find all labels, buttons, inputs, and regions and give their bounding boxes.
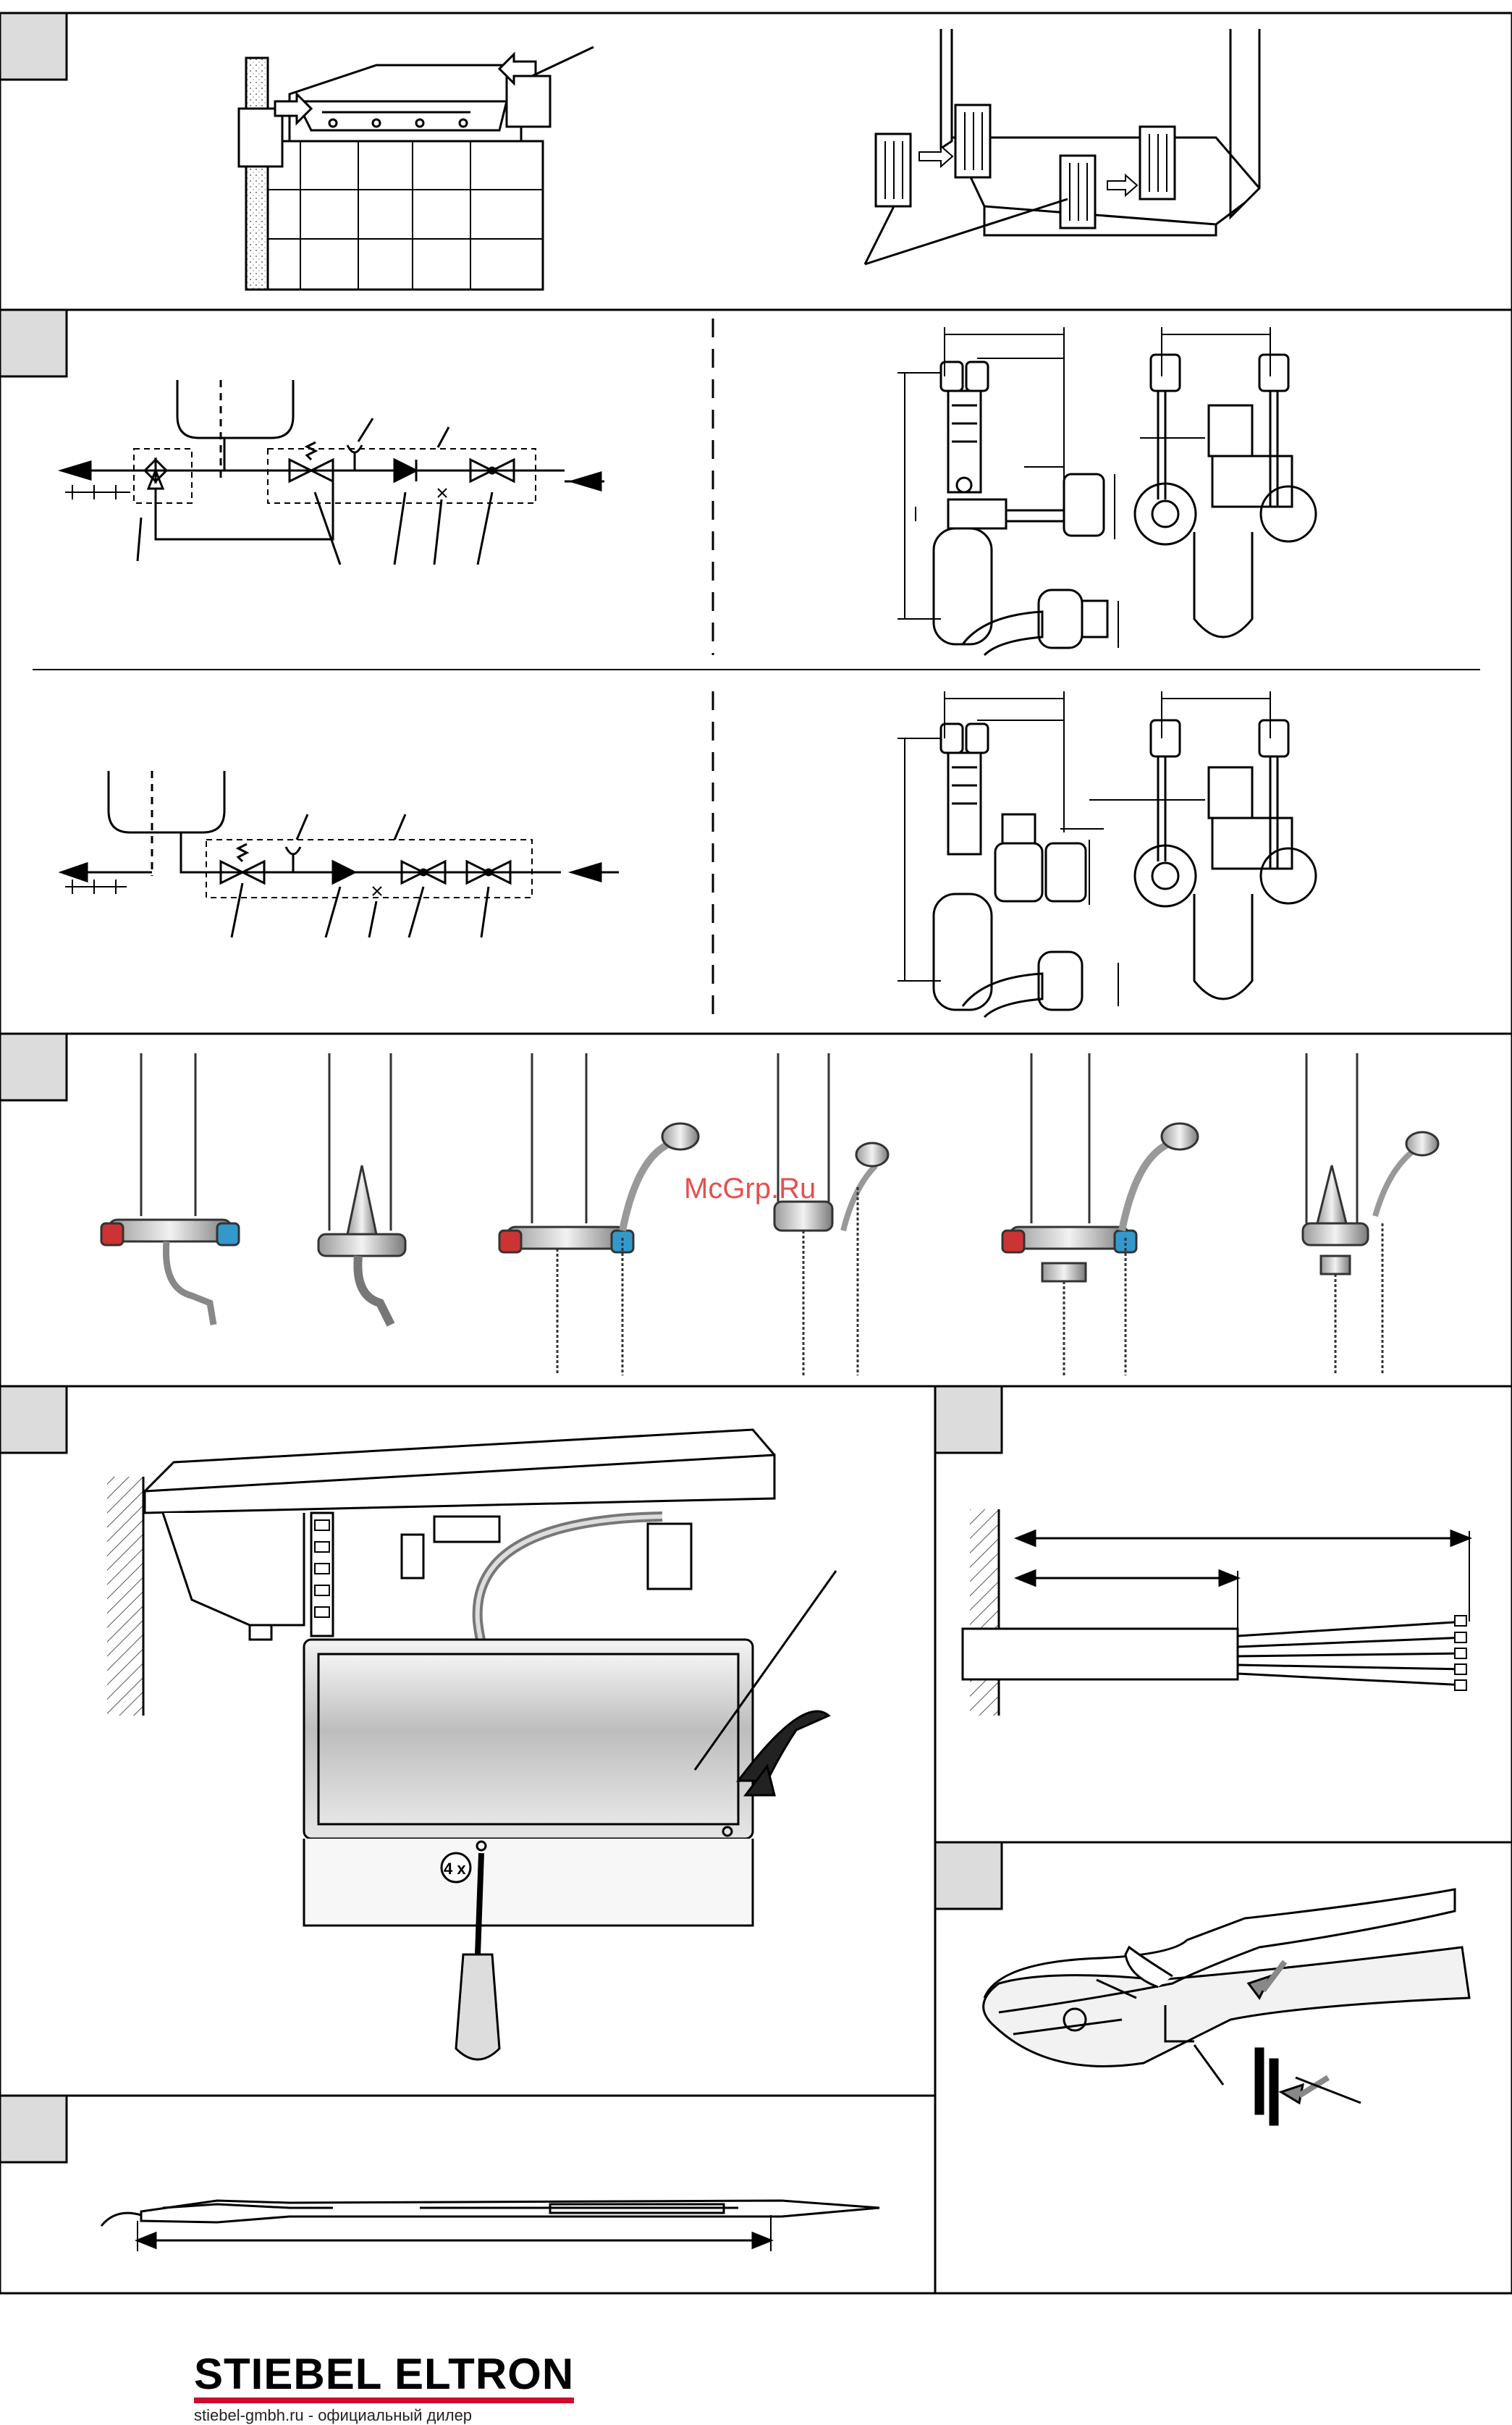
spacer-mounting-drawing bbox=[865, 29, 1259, 264]
faucet-variant-6 bbox=[1303, 1053, 1438, 1375]
fitting-dimension-drawing-top bbox=[898, 327, 1316, 655]
wall-bracket-drawing bbox=[239, 47, 594, 290]
cable-stripping-drawing bbox=[963, 1509, 1469, 1716]
faucet-variant-1 bbox=[101, 1053, 239, 1325]
dealer-line: stiebel-gmbh.ru - официальный дилер bbox=[194, 2406, 574, 2425]
faucet-variants bbox=[101, 1053, 1438, 1375]
hydraulic-schematic-open bbox=[62, 771, 619, 937]
faucet-variant-3 bbox=[499, 1053, 698, 1375]
dealer-text: - официальный дилер bbox=[304, 2406, 472, 2424]
brand-logo: STIEBEL ELTRON stiebel-gmbh.ru - официал… bbox=[194, 2353, 574, 2425]
fitting-count-label: 4 x bbox=[444, 1860, 466, 1878]
heater-opening-drawing bbox=[107, 1430, 836, 2059]
brand-accent-bar bbox=[194, 2397, 574, 2403]
hydraulic-schematic-pressure bbox=[62, 380, 604, 565]
fitting-dimension-drawing-bottom bbox=[898, 691, 1316, 1017]
brand-name: STIEBEL ELTRON bbox=[194, 2353, 574, 2396]
watermark-text: McGrp.Ru bbox=[684, 1173, 816, 1205]
faucet-variant-4 bbox=[774, 1053, 888, 1375]
insertion-tool-drawing bbox=[101, 2201, 879, 2251]
faucet-variant-2 bbox=[318, 1053, 405, 1325]
seal-detail-drawing bbox=[984, 1889, 1469, 2125]
dealer-link[interactable]: stiebel-gmbh.ru bbox=[194, 2406, 304, 2424]
faucet-variant-5 bbox=[1002, 1053, 1198, 1375]
